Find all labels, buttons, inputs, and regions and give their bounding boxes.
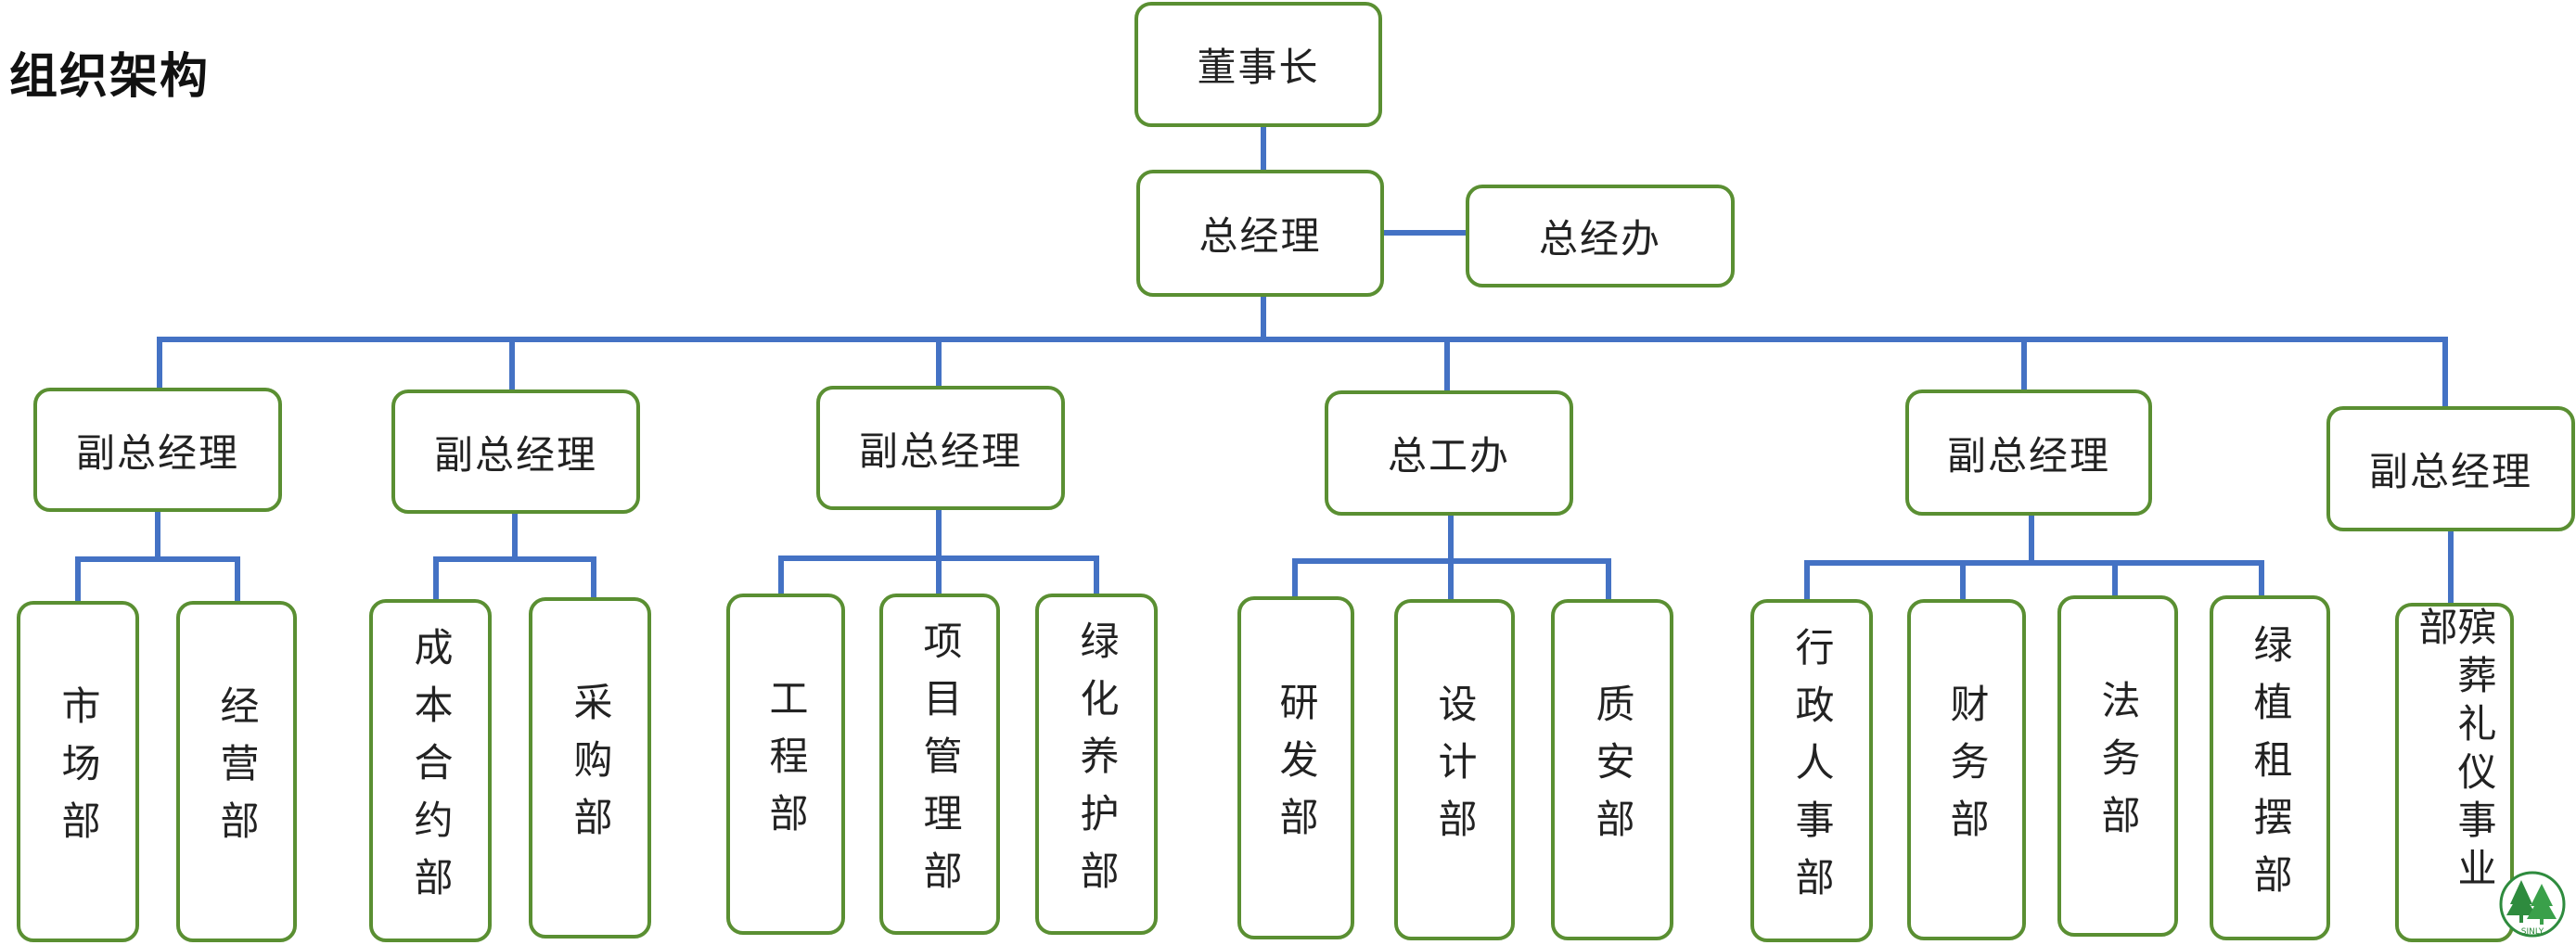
node-chairman: 董事长 xyxy=(1134,2,1382,127)
node-dept-funeral: 殡葬礼仪事业部 xyxy=(2395,603,2514,942)
node-vp-5: 副总经理 xyxy=(2326,406,2575,531)
node-vp-2: 副总经理 xyxy=(391,389,640,514)
node-dept-operations: 经营部 xyxy=(176,601,297,942)
node-dept-admin-hr: 行政人事部 xyxy=(1750,599,1873,942)
node-gm: 总经理 xyxy=(1136,170,1384,297)
page-title: 组织架构 xyxy=(9,49,211,105)
node-dept-legal: 法务部 xyxy=(2057,595,2178,937)
node-dept-plant-rental: 绿植租摆部 xyxy=(2210,595,2330,940)
node-vp-3: 副总经理 xyxy=(816,386,1065,510)
node-dept-greening: 绿化养护部 xyxy=(1035,594,1158,935)
node-vp-4: 副总经理 xyxy=(1905,389,2152,516)
node-dept-finance: 财务部 xyxy=(1907,599,2026,940)
node-vp-1: 副总经理 xyxy=(33,388,282,512)
node-dept-engineering: 工程部 xyxy=(726,594,845,935)
node-dept-cost-contract: 成本合约部 xyxy=(369,599,492,942)
node-dept-market: 市场部 xyxy=(17,601,139,942)
tree-logo-icon: SINLY xyxy=(2499,871,2566,938)
node-dept-rnd: 研发部 xyxy=(1237,596,1354,939)
node-gm-office: 总经办 xyxy=(1466,185,1735,287)
node-dept-project-mgmt: 项目管理部 xyxy=(879,594,1000,935)
node-dept-procurement: 采购部 xyxy=(529,597,651,939)
logo-text: SINLY xyxy=(2521,927,2544,937)
node-dept-design: 设计部 xyxy=(1394,599,1515,940)
node-chief-engineer-office: 总工办 xyxy=(1325,390,1573,516)
node-dept-quality-safety: 质安部 xyxy=(1551,599,1673,940)
